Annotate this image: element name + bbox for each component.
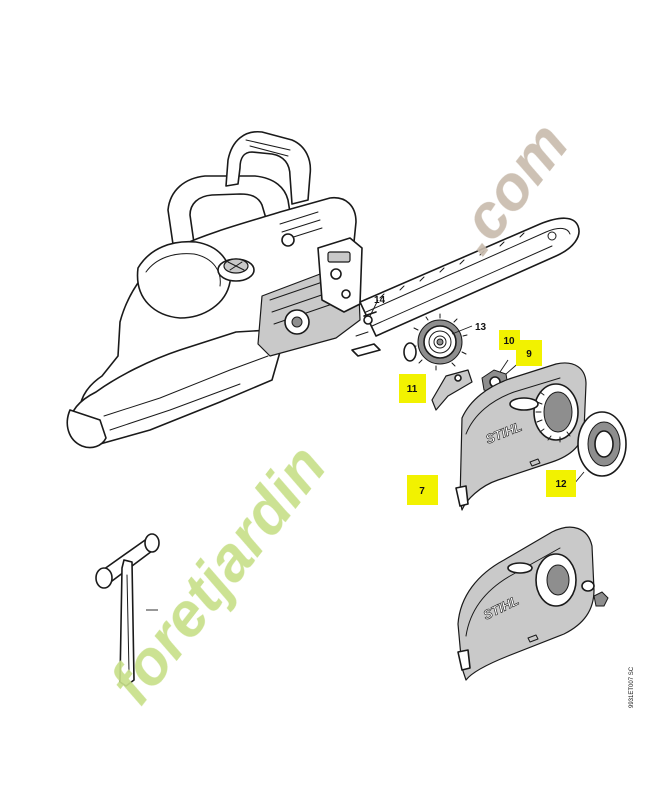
watermark-text-green: foretjardin (97, 433, 340, 717)
svg-text:10: 10 (503, 336, 515, 347)
part-7-sprocket-cover: STIHL (455, 362, 587, 511)
assembled-cover: STIHL (457, 526, 609, 681)
callout-12: 12 (546, 470, 576, 497)
chainsaw-body (66, 131, 363, 449)
svg-text:9: 9 (526, 349, 532, 360)
callout-11: 11 (399, 374, 426, 403)
combination-wrench (95, 533, 160, 687)
svg-text:11: 11 (407, 384, 418, 395)
part-11-plate (431, 369, 473, 411)
guide-bar (359, 217, 580, 337)
drawing-code: 9931ET007 SC (629, 666, 635, 708)
part-13-sprocket (403, 313, 473, 371)
callout-10: 10 (499, 330, 520, 350)
svg-text:7: 7 (419, 486, 425, 497)
callout-labels: 7 9 10 11 12 13 14 (374, 295, 576, 505)
callout-14: 14 (374, 295, 386, 306)
part-12-cap (573, 411, 627, 485)
svg-text:12: 12 (555, 479, 567, 490)
callout-7: 7 (407, 475, 438, 505)
callout-13: 13 (475, 322, 487, 333)
part-14-tensioner (351, 299, 381, 357)
callout-9: 9 (516, 340, 542, 366)
